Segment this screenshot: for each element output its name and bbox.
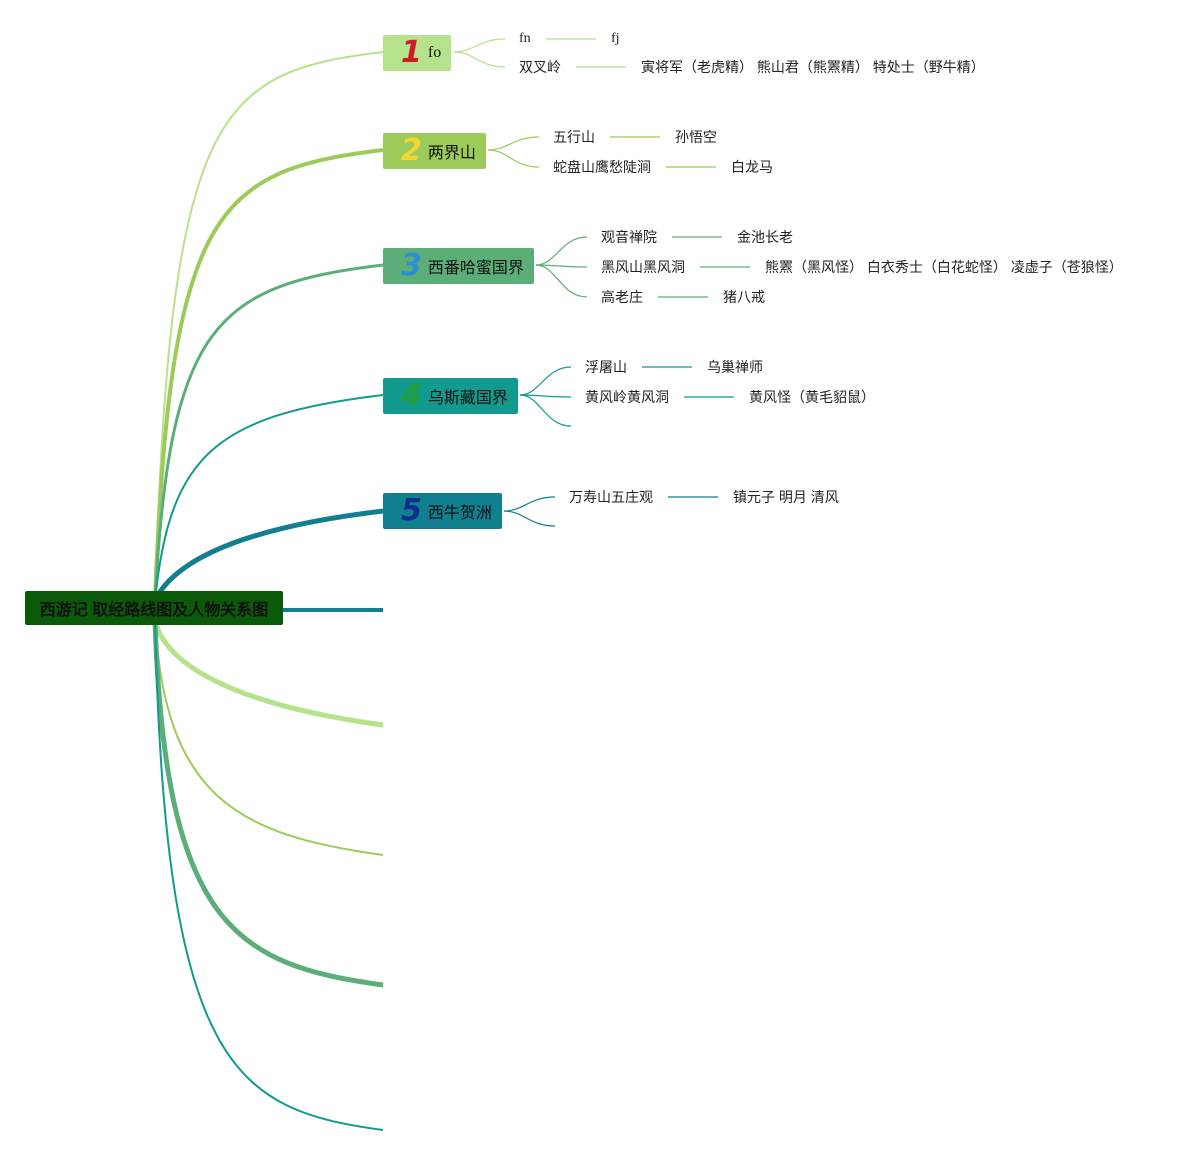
branch-line-10 <box>154 619 384 1131</box>
chars-4-2[interactable]: 黄风怪（黄毛貂鼠） <box>749 389 875 405</box>
topic-3-title: 西番哈蜜国界 <box>427 260 524 277</box>
place-3-3[interactable]: 高老庄 <box>601 289 643 305</box>
sub-line-4-3 <box>519 394 572 427</box>
branch-line-2 <box>153 148 384 601</box>
branch-line-8 <box>154 619 384 856</box>
topic-2-title: 两界山 <box>427 145 476 162</box>
sub-line-2-2 <box>487 149 540 168</box>
topic-4-title: 乌斯藏国界 <box>427 390 508 407</box>
chars-3-3[interactable]: 猪八戒 <box>723 289 765 305</box>
sub-line-2-1 <box>487 136 540 151</box>
place-1-1[interactable]: fn <box>519 31 531 46</box>
chars-3-2[interactable]: 熊罴（黑风怪） 白衣秀士（白花蛇怪） 凌虚子（苍狼怪） <box>765 259 1123 275</box>
root-topic[interactable]: 西游记 取经路线图及人物关系图 <box>25 591 283 625</box>
place-4-2[interactable]: 黄风岭黄风洞 <box>585 389 669 405</box>
chars-2-1[interactable]: 孙悟空 <box>675 129 717 145</box>
branch-line-3 <box>153 263 384 601</box>
chars-4-1[interactable]: 乌巢禅师 <box>707 359 763 375</box>
chars-2-2[interactable]: 白龙马 <box>731 159 773 175</box>
branch-line-1 <box>154 51 384 601</box>
sub-line-5-2 <box>503 510 556 527</box>
sub-line-4-1 <box>519 366 572 396</box>
place-2-1[interactable]: 五行山 <box>553 129 595 145</box>
topic-3[interactable]: 3 西番哈蜜国界 <box>383 248 534 284</box>
place-3-2[interactable]: 黑风山黑风洞 <box>601 259 685 275</box>
sub-line-3-1 <box>535 236 588 266</box>
chars-1-1[interactable]: fj <box>611 31 620 46</box>
branch-line-5 <box>152 508 384 602</box>
chars-3-1[interactable]: 金池长老 <box>737 229 793 245</box>
topic-5-title: 西牛贺洲 <box>427 505 492 522</box>
sub-line-1-2 <box>453 51 506 68</box>
number-2-icon: 2 <box>401 133 422 168</box>
topic-5[interactable]: 5 西牛贺洲 <box>383 493 502 529</box>
place-5-1[interactable]: 万寿山五庄观 <box>569 489 653 505</box>
chars-1-2[interactable]: 寅将军（老虎精） 熊山君（熊罴精） 特处士（野牛精） <box>641 59 985 75</box>
number-3-icon: 3 <box>401 248 422 283</box>
number-4-icon: 4 <box>401 378 422 413</box>
sub-line-1-1 <box>453 38 506 53</box>
place-1-2[interactable]: 双叉岭 <box>519 59 561 75</box>
number-1-icon: 1 <box>401 35 422 70</box>
place-2-2[interactable]: 蛇盘山鹰愁陡涧 <box>553 159 651 175</box>
sub-line-5-1 <box>503 496 556 512</box>
chars-5-1[interactable]: 镇元子 明月 清风 <box>733 489 839 505</box>
topic-4[interactable]: 4 乌斯藏国界 <box>383 378 518 414</box>
sub-line-3-3 <box>535 264 588 298</box>
place-3-1[interactable]: 观音禅院 <box>601 229 657 245</box>
place-4-1[interactable]: 浮屠山 <box>585 359 627 375</box>
branch-line-7 <box>152 619 384 728</box>
branch-line-4 <box>154 394 384 601</box>
topic-1[interactable]: 1 fo <box>383 35 452 71</box>
number-5-icon: 5 <box>401 493 422 528</box>
topic-1-title: fo <box>427 44 442 61</box>
branch-line-9 <box>152 619 384 988</box>
topic-2[interactable]: 2 两界山 <box>383 133 486 169</box>
